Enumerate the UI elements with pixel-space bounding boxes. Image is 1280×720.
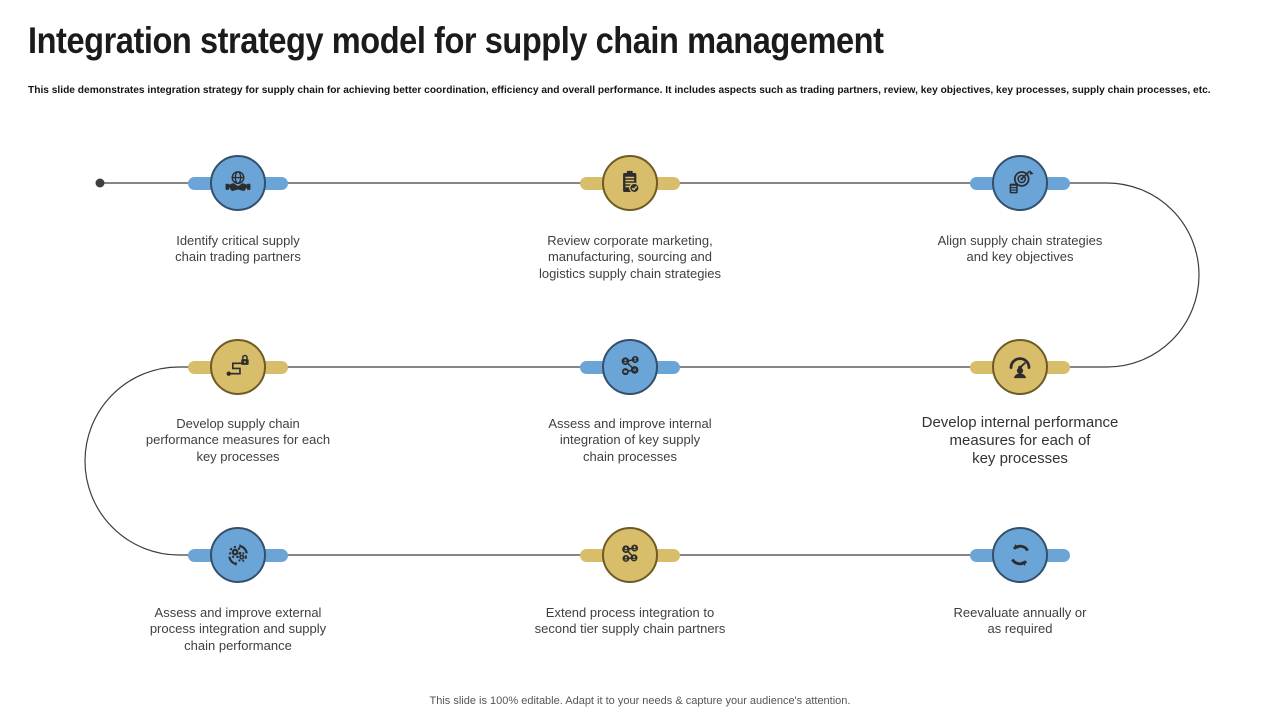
page-title: Integration strategy model for supply ch…	[28, 20, 884, 61]
step-node-9	[970, 527, 1070, 583]
handshake-globe-icon	[225, 171, 251, 192]
step-label-3: Align supply chain strategies and key ob…	[937, 233, 1103, 265]
step-circle-5	[602, 339, 658, 395]
step-circle-8	[602, 527, 658, 583]
step-node-8	[580, 527, 680, 583]
step-circle-1	[210, 155, 266, 211]
step-label-2: Review corporate marketing, manufacturin…	[538, 233, 722, 281]
step-circle-6	[210, 339, 266, 395]
gears-cycle-icon	[228, 544, 248, 566]
target-arrow-icon	[1009, 170, 1034, 194]
step-node-2	[580, 155, 680, 211]
step-label-9: Reevaluate annually or as required	[953, 605, 1087, 637]
step-circle-4	[992, 339, 1048, 395]
step-node-1	[188, 155, 288, 211]
step-circle-9	[992, 527, 1048, 583]
step-label-4: Develop internal performance measures fo…	[921, 414, 1119, 467]
step-node-5	[580, 339, 680, 395]
editable-note: This slide is 100% editable. Adapt it to…	[429, 695, 851, 707]
step-label-7: Assess and improve external process inte…	[149, 605, 327, 653]
step-node-3	[970, 155, 1070, 211]
step-node-6	[188, 339, 288, 395]
step-label-1: Identify critical supply chain trading p…	[175, 233, 301, 265]
partners-network-icon	[622, 544, 639, 562]
clipboard-check-icon	[623, 170, 640, 194]
refresh-arrows-icon	[1011, 544, 1029, 566]
flow-start-dot	[95, 178, 105, 188]
step-label-6: Develop supply chain performance measure…	[145, 416, 331, 464]
step-node-4	[970, 339, 1070, 395]
performance-gauge-icon	[1009, 357, 1031, 379]
step-label-8: Extend process integration to second tie…	[534, 605, 726, 637]
step-circle-7	[210, 527, 266, 583]
internal-network-icon	[621, 356, 639, 376]
step-circle-2	[602, 155, 658, 211]
step-circle-3	[992, 155, 1048, 211]
step-node-7	[188, 527, 288, 583]
step-label-5: Assess and improve internal integration …	[548, 416, 712, 464]
key-lock-path-icon	[226, 354, 249, 376]
slide-description: This slide demonstrates integration stra…	[28, 84, 1211, 96]
